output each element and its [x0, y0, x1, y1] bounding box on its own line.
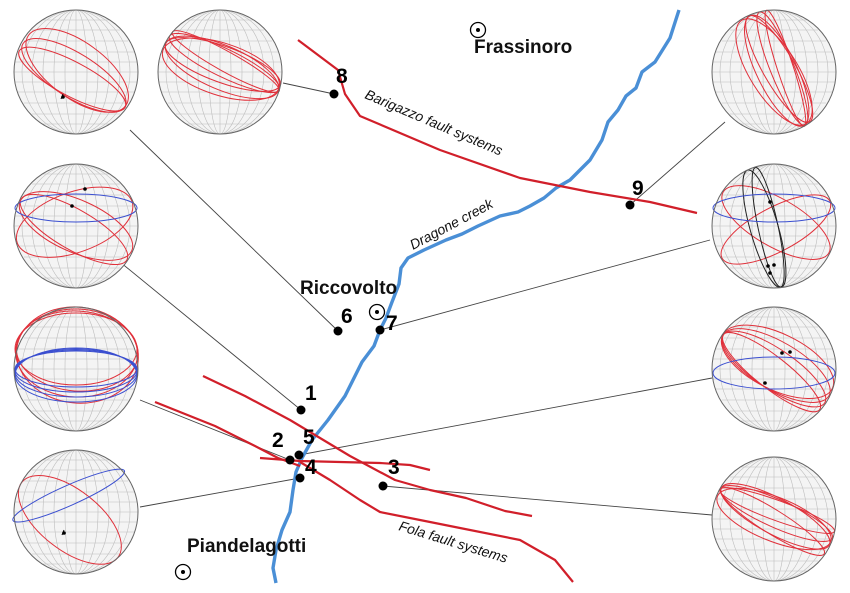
leader-upper-left	[129, 129, 339, 332]
site-label-6: 6	[341, 305, 353, 328]
site-point-7[interactable]	[375, 325, 385, 335]
site-point-9[interactable]	[625, 200, 635, 210]
site-label-8: 8	[336, 65, 348, 88]
site-label-3: 3	[388, 456, 400, 479]
lineation-point	[788, 350, 792, 354]
fola-fault-south	[299, 461, 574, 583]
lineation-point	[780, 351, 784, 355]
site-point-4[interactable]	[295, 473, 305, 483]
site-point-6[interactable]	[333, 326, 343, 336]
fola-fault-north	[202, 375, 533, 518]
stereonet-site-5[interactable]	[710, 306, 844, 432]
leader-site-7	[379, 239, 711, 331]
stereonet-site-3[interactable]	[709, 456, 839, 582]
lineation-point	[766, 264, 770, 268]
fola-fault-label: Fola fault systems	[397, 518, 510, 566]
site-point-1[interactable]	[296, 405, 306, 415]
site-label-1: 1	[305, 382, 317, 405]
barigazzo-fault	[297, 39, 698, 215]
town-symbol-piandelagotti	[174, 563, 192, 581]
lineation-point	[83, 187, 87, 191]
site-label-2: 2	[272, 429, 284, 452]
lineation-point	[62, 531, 66, 535]
site-point-5[interactable]	[294, 450, 304, 460]
lineation-point	[772, 263, 776, 267]
leader-site-8	[282, 82, 335, 95]
lineation-point	[768, 200, 772, 204]
site-label-4: 4	[305, 456, 317, 479]
lineation-point	[763, 381, 767, 385]
leader-site-5	[298, 377, 713, 456]
stereonet-site-8[interactable]	[155, 9, 287, 135]
lineation-point	[70, 204, 74, 208]
site-point-2[interactable]	[285, 455, 295, 465]
stereonet-upper-left[interactable]	[11, 9, 142, 135]
fola-fault-middle	[259, 456, 431, 472]
leader-site-9	[629, 121, 726, 206]
lineation-point	[61, 95, 65, 99]
stereonet-site-9[interactable]	[711, 7, 837, 136]
town-symbol-riccovolto	[368, 303, 386, 321]
leader-site-4	[139, 477, 301, 508]
site-points	[285, 89, 635, 491]
dragone-creek	[271, 9, 681, 584]
town-symbol-frassinoro	[469, 21, 487, 39]
leader-lines	[119, 82, 726, 516]
site-point-8[interactable]	[329, 89, 339, 99]
lineation-point	[768, 271, 772, 275]
stereonet-site-7[interactable]	[711, 163, 841, 291]
stereonet-site-2[interactable]	[12, 301, 143, 432]
site-label-9: 9	[632, 177, 644, 200]
town-label-piandelagotti: Piandelagotti	[187, 536, 306, 557]
town-label-frassinoro: Frassinoro	[474, 37, 572, 58]
stereonet-site-4[interactable]	[3, 449, 139, 581]
leader-site-6	[119, 261, 302, 411]
site-label-5: 5	[303, 426, 315, 449]
town-label-riccovolto: Riccovolto	[300, 278, 397, 299]
site-point-3[interactable]	[378, 481, 388, 491]
stereonet-site-6[interactable]	[7, 163, 142, 289]
site-label-7: 7	[386, 312, 398, 335]
